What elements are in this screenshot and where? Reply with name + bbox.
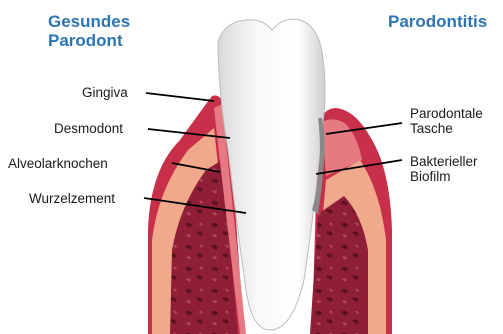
label-biofilm: Bakterieller Biofilm xyxy=(410,154,478,184)
label-alveolar-bone: Alveolarknochen xyxy=(8,156,108,171)
label-gingiva: Gingiva xyxy=(82,85,128,100)
heading-healthy-line2: Parodont xyxy=(48,31,130,50)
label-pocket-line2: Tasche xyxy=(410,121,483,136)
label-pocket: Parodontale Tasche xyxy=(410,106,483,136)
label-cementum: Wurzelzement xyxy=(29,191,115,206)
label-biofilm-line2: Biofilm xyxy=(410,169,478,184)
label-pocket-line1: Parodontale xyxy=(410,106,483,121)
gingiva-pointer xyxy=(146,93,214,101)
heading-disease: Parodontitis xyxy=(388,12,487,31)
heading-healthy: Gesundes Parodont xyxy=(48,12,130,50)
label-desmodont: Desmodont xyxy=(54,121,123,136)
heading-healthy-line1: Gesundes xyxy=(48,12,130,31)
label-biofilm-line1: Bakterieller xyxy=(410,154,478,169)
